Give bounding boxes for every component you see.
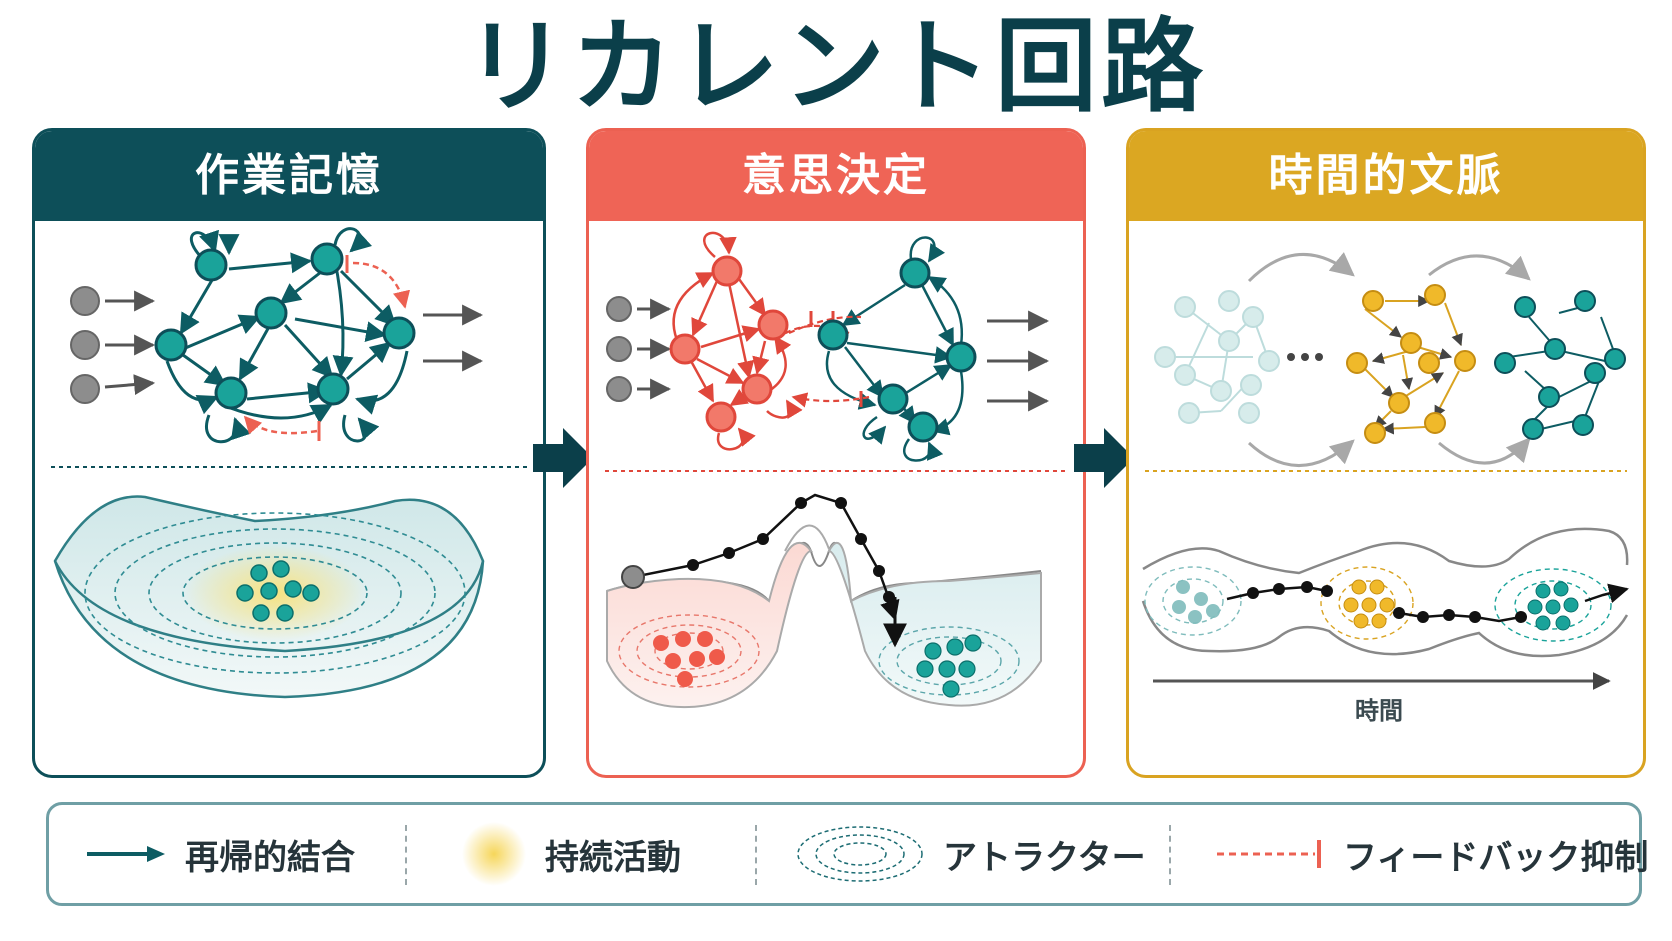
legend-item-recurrent: 再帰的結合 <box>85 805 355 903</box>
working-memory-heading: 作業記憶 <box>35 131 543 221</box>
legend-label-persistent: 持続活動 <box>545 837 681 878</box>
legend-separator <box>405 825 407 885</box>
decision-making-panel: 意思決定 <box>586 128 1086 778</box>
legend-label-attractor: アトラクター <box>943 837 1146 878</box>
time-axis-label: 時間 <box>1355 697 1403 725</box>
legend-label-recurrent: 再帰的結合 <box>185 837 355 878</box>
contour-icon <box>797 826 923 882</box>
decision-making-illustration <box>605 231 1067 709</box>
legend-item-persistent: 持続活動 <box>461 805 681 903</box>
flow-arrow-1 <box>533 428 593 488</box>
legend-separator <box>755 825 757 885</box>
temporal-context-panel: 時間的文脈 <box>1126 128 1646 778</box>
glow-icon <box>462 822 526 886</box>
decision-making-heading: 意思決定 <box>589 131 1083 221</box>
working-memory-illustration <box>51 227 527 699</box>
input-nodes <box>70 286 156 404</box>
legend-separator <box>1169 825 1171 885</box>
temporal-context-heading: 時間的文脈 <box>1129 131 1643 221</box>
legend-label-inhibition: フィードバック抑制 <box>1343 837 1649 878</box>
legend-item-attractor: アトラクター <box>795 805 1146 903</box>
temporal-context-illustration <box>1141 252 1629 690</box>
legend: 再帰的結合 持続活動 アトラクター フィードバック抑 <box>46 802 1648 906</box>
flow-arrow-2 <box>1074 428 1134 488</box>
page-title: リカレント回路 <box>465 8 1207 127</box>
working-memory-panel: 作業記憶 <box>32 128 546 778</box>
legend-item-inhibition: フィードバック抑制 <box>1215 805 1648 903</box>
arrow-icon <box>87 846 165 862</box>
inhibition-icon <box>1217 840 1321 868</box>
